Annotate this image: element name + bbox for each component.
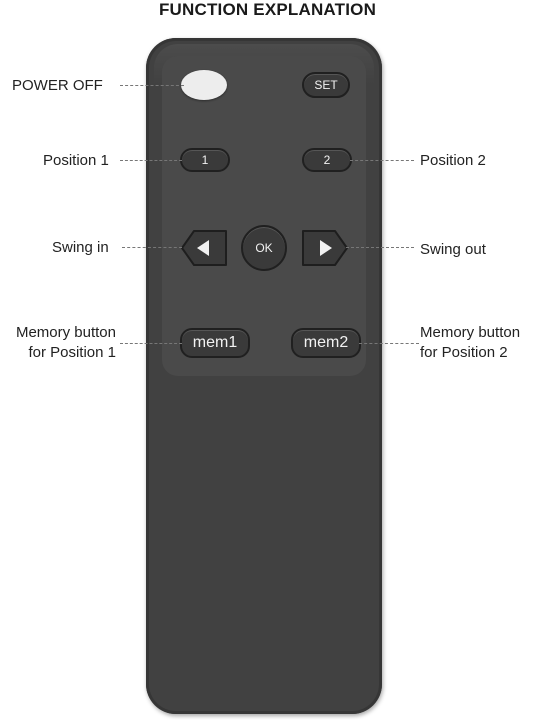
label-memory-2: Memory button for Position 2	[420, 323, 535, 363]
label-memory-1-line-1: Memory button	[15, 324, 116, 341]
position-1-button[interactable]: 1	[180, 148, 230, 172]
leader-line-memory-2	[359, 343, 419, 344]
label-swing-out: Swing out	[420, 241, 486, 258]
label-swing-in: Swing in	[52, 239, 109, 256]
position-2-button[interactable]: 2	[302, 148, 352, 172]
label-memory-1: Memory button for Position 1	[0, 323, 116, 363]
left-arrow-icon	[197, 240, 209, 256]
ok-button[interactable]: OK	[241, 225, 287, 271]
leader-line-memory-1	[120, 343, 182, 344]
leader-line-swing-in	[122, 247, 182, 248]
memory-1-button[interactable]: mem1	[180, 328, 250, 358]
label-memory-2-line-2: for Position 2	[420, 344, 508, 361]
right-arrow-icon	[320, 240, 332, 256]
swing-in-button[interactable]	[180, 229, 228, 267]
set-button[interactable]: SET	[302, 72, 350, 98]
label-position-2: Position 2	[420, 152, 486, 169]
leader-line-power-off	[120, 85, 184, 86]
label-memory-1-line-2: for Position 1	[28, 344, 116, 361]
page-title: FUNCTION EXPLANATION	[158, 0, 377, 19]
button-panel	[162, 56, 366, 376]
swing-out-button[interactable]	[301, 229, 349, 267]
label-position-1: Position 1	[43, 152, 109, 169]
leader-line-position-1	[120, 160, 182, 161]
memory-2-button[interactable]: mem2	[291, 328, 361, 358]
power-off-button[interactable]	[181, 70, 227, 100]
label-memory-2-line-1: Memory button	[420, 324, 521, 341]
label-power-off: POWER OFF	[12, 77, 103, 94]
leader-line-position-2	[350, 160, 414, 161]
leader-line-swing-out	[346, 247, 414, 248]
